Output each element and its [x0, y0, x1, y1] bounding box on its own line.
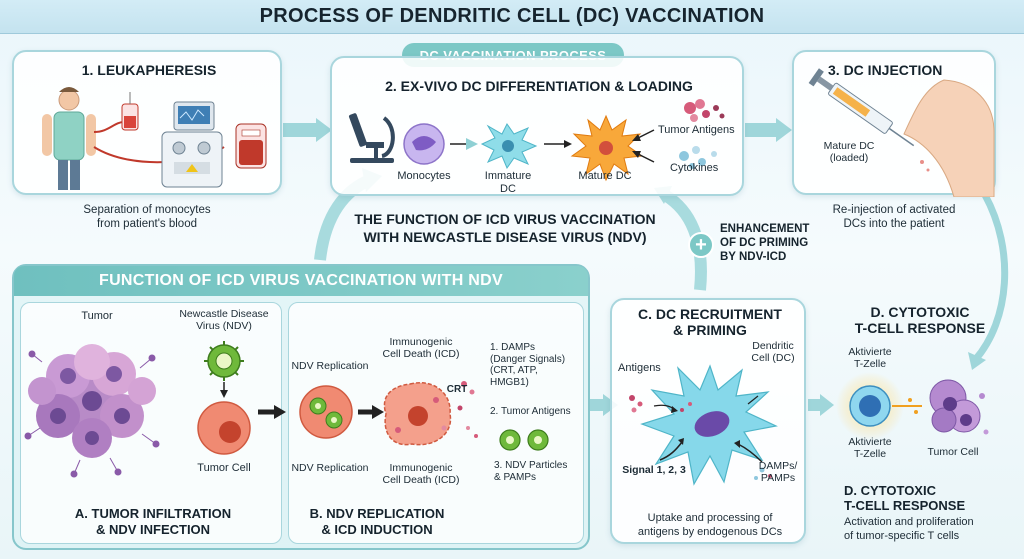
mature-dc-label: Mature DC: [578, 170, 632, 182]
icd-vaccination-title: THE FUNCTION OF ICD VIRUS VACCINATION WI…: [354, 211, 656, 245]
stepD-heading-2: D. CYTOTOXIC T-CELL RESPONSE: [844, 483, 966, 513]
ndv-illustration: [24, 341, 549, 478]
damps-pamps-label: DAMPs/ PAMPs: [758, 460, 798, 485]
stepD-caption: Activation and proliferation of tumor-sp…: [844, 516, 974, 542]
tumor-cell-icon: [197, 401, 251, 455]
crt-label: CRT: [446, 384, 468, 395]
iv-bag-icon: [121, 92, 139, 131]
step1-panel: 1. LEUKAPHERESIS: [12, 50, 282, 195]
blood-bag-icon: [235, 123, 267, 169]
tumor-cell-label: Tumor Cell: [197, 462, 251, 474]
icd-bottom-label: Immunogenic Cell Death (ICD): [382, 462, 460, 487]
damps-particles-icon: [754, 467, 772, 480]
ndv-particles-label: 3. NDV Particles & PAMPs: [494, 460, 568, 483]
dendritic-cell-label: Dendritic Cell (DC): [751, 340, 795, 365]
step1-caption: Separation of monocytes from patient's b…: [83, 204, 211, 231]
dc-priming-illustration: [629, 364, 778, 486]
ndv-replication-top-label: NDV Replication: [291, 360, 369, 372]
step-b-heading: B. NDV REPLICATION & ICD INDUCTION: [309, 506, 445, 537]
target-tumor-cell-icon: [929, 379, 989, 435]
antigens-label: Antigens: [618, 362, 661, 374]
damps-label: 1. DAMPs (Danger Signals) (CRT, ATP, HMG…: [490, 342, 566, 388]
step2-illustration: [348, 99, 725, 182]
title-bar: PROCESS OF DENDRITIC CELL (DC) VACCINATI…: [0, 0, 1024, 34]
immature-dc-label: Immature DC: [484, 170, 532, 195]
stepD-heading: D. CYTOTOXIC T-CELL RESPONSE: [854, 304, 986, 337]
ndv-replication-bottom-label: NDV Replication: [291, 462, 369, 474]
tumor-antigens-label: Tumor Antigens: [658, 124, 735, 136]
leukapheresis-illustration: [42, 87, 267, 190]
stepC-heading: C. DC RECRUITMENT & PRIMING: [638, 306, 782, 339]
icd-top-label: Immunogenic Cell Death (ICD): [382, 336, 460, 361]
icd-dying-cell-icon: [383, 382, 452, 446]
ndv-replication-cell-icon: [299, 385, 353, 439]
step3-caption: Re-injection of activated DCs into the p…: [832, 204, 956, 231]
signal-label: Signal 1, 2, 3: [622, 464, 686, 476]
ndv-label: Newcastle Disease Virus (NDV): [179, 308, 269, 333]
monocyte-icon: [403, 123, 445, 165]
immature-dc-icon: [480, 123, 538, 170]
step2-panel: 2. EX-VIVO DC DIFFERENTIATION & LOADING: [330, 56, 744, 196]
arm-icon: [903, 79, 995, 197]
released-particles-icon: [457, 381, 478, 438]
mature-dc-loaded-label: Mature DC (loaded): [823, 140, 875, 165]
mature-dc-icon: [570, 114, 644, 182]
cytokines-icon: [679, 146, 717, 169]
apheresis-machine-icon: [161, 101, 223, 188]
enhancement-label: ENHANCEMENT OF DC PRIMING BY NDV-ICD: [720, 223, 810, 264]
activated-tcell-icon: [836, 372, 904, 440]
stepC-caption: Uptake and processing of antigens by end…: [637, 512, 783, 538]
step-a-heading: A. TUMOR INFILTRATION & NDV INFECTION: [74, 506, 232, 537]
step1-heading: 1. LEUKAPHERESIS: [81, 62, 217, 78]
monocytes-label: Monocytes: [397, 170, 451, 182]
ndv-function-panel: FUNCTION OF ICD VIRUS VACCINATION WITH N…: [12, 264, 590, 550]
tumor-molecules-icon: [24, 350, 160, 478]
tcell-response-illustration: [836, 372, 989, 440]
tumor-antigens-list-label: 2. Tumor Antigens: [490, 406, 571, 417]
ndv-virus-icon: [204, 341, 244, 381]
stepC-panel: C. DC RECRUITMENT & PRIMING Antigens Den…: [610, 298, 806, 544]
ndv-function-banner: FUNCTION OF ICD VIRUS VACCINATION WITH N…: [14, 266, 588, 296]
ndv-particles-icon: [499, 429, 549, 451]
tcell-bottom-label: Aktivierte T-Zelle: [848, 436, 892, 461]
cytokines-label: Cytokines: [670, 162, 719, 174]
patient-icon: [42, 87, 96, 190]
dendritic-cell-icon: [640, 364, 778, 486]
plus-icon: +: [688, 232, 714, 258]
lytic-granules-icon: [892, 398, 922, 414]
page-title: PROCESS OF DENDRITIC CELL (DC) VACCINATI…: [259, 5, 765, 27]
tumor-mass-icon: [28, 344, 156, 458]
microscope-icon: [348, 113, 395, 163]
syringe-icon: [808, 68, 915, 147]
antigen-particles-icon: [629, 395, 692, 413]
tumor-cell-d-label: Tumor Cell: [927, 446, 979, 458]
arrow-stepC-to-step2: [661, 189, 707, 291]
step3-heading: 3. DC INJECTION: [828, 62, 943, 78]
tcell-top-label: Aktivierte T-Zelle: [848, 346, 892, 371]
step2-heading: 2. EX-VIVO DC DIFFERENTIATION & LOADING: [385, 78, 693, 94]
injection-illustration: [808, 68, 995, 197]
arrow-step3-to-stepD: [972, 193, 1009, 363]
tumor-antigens-icon: [684, 99, 725, 122]
step3-panel: 3. DC INJECTION Mature DC (loaded): [792, 50, 996, 197]
tumor-label: Tumor: [81, 310, 113, 322]
